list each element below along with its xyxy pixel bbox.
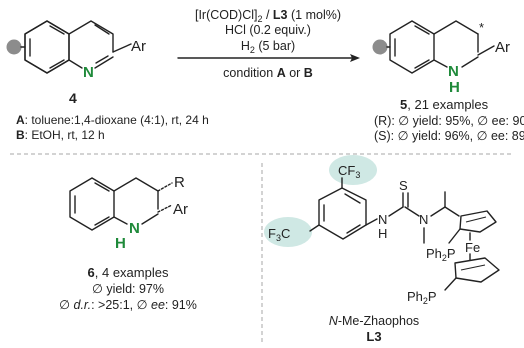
product6-dr-ee: ∅ d.r.: >25:1, ∅ ee: 91% (59, 298, 197, 312)
ph2p-upper: Ph2P (426, 246, 456, 263)
substituent-dot (6, 39, 22, 55)
product-6: R N H Ar (69, 174, 188, 252)
product6-h-atom: H (115, 235, 126, 252)
iron-atom: Fe (465, 240, 480, 255)
cf3-highlight-top (329, 155, 377, 185)
condition-a: A: toluene:1,4-dioxane (4:1), rt, 24 h (16, 113, 209, 127)
product5-label: 5, 21 examples (400, 97, 489, 112)
catalyst-line: [Ir(COD)Cl]2 / L3 (1 mol%) (195, 8, 341, 24)
condition-b: B: EtOH, rt, 12 h (16, 128, 105, 142)
n-methyl-n: N (419, 212, 428, 227)
nh-left-n: N (378, 212, 387, 227)
substituent-dot (372, 39, 388, 55)
cf3-top: CF3 (338, 163, 360, 180)
product5-ar-group: Ar (495, 39, 510, 56)
ligand-code: L3 (366, 329, 381, 344)
product6-ar-group: Ar (173, 201, 188, 218)
ligand-name: N-Me-Zhaophos (329, 314, 419, 328)
product5-r-line: (R): ∅ yield: 95%, ∅ ee: 90% (374, 114, 524, 128)
substrate-number: 4 (69, 90, 77, 106)
product-tetrahydroquinoline-5: * N H Ar (372, 20, 510, 96)
thiourea-s: S (399, 178, 408, 193)
product6-r-group: R (174, 174, 185, 191)
reaction-arrow (177, 54, 360, 62)
product5-s-line: (S): ∅ yield: 96%, ∅ ee: 89% (374, 129, 524, 143)
ligand-structure: CF3 F3C N H S N Fe Ph2P Ph2P (264, 155, 500, 306)
acid-line: HCl (0.2 equiv.) (225, 23, 311, 37)
ph2p-lower: Ph2P (407, 289, 437, 306)
substrate-ar-group: Ar (131, 38, 146, 55)
product6-label: 6, 4 examples (88, 265, 169, 280)
hydrogen-line: H2 (5 bar) (241, 39, 295, 55)
cf3-highlight-left (264, 217, 312, 247)
condition-line: condition A or B (223, 66, 313, 80)
product5-n-atom: N (448, 63, 459, 80)
product5-star: * (479, 20, 484, 35)
substrate-n-atom: N (83, 64, 94, 81)
substrate-quinoline-4: N Ar 4 (6, 20, 146, 106)
nh-left-h: H (378, 226, 387, 241)
product6-n-atom: N (129, 220, 140, 237)
product5-h-atom: H (449, 79, 460, 96)
product6-yield: ∅ yield: 97% (92, 282, 164, 296)
f3c-left: F3C (268, 226, 290, 243)
